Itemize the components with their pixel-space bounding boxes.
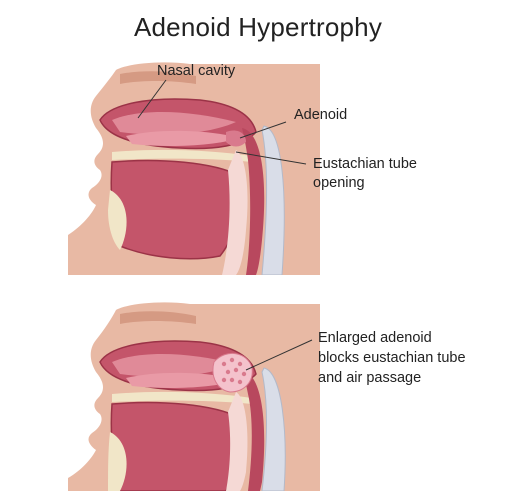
enlarged-adenoid-label-line3: and air passage xyxy=(318,369,421,387)
bottom-head-cross-section xyxy=(68,302,320,491)
top-tongue-mouth xyxy=(111,161,241,259)
eustachian-tube-label-line1: Eustachian tube xyxy=(313,155,417,173)
enlarged-adenoid-label-line1: Enlarged adenoid xyxy=(318,329,432,347)
nasal-cavity-label: Nasal cavity xyxy=(157,62,235,80)
top-head-cross-section xyxy=(68,62,320,275)
adenoid-label: Adenoid xyxy=(294,106,347,124)
bottom-tongue-mouth xyxy=(111,403,242,491)
eustachian-tube-label-line2: opening xyxy=(313,174,365,192)
enlarged-adenoid-label-line2: blocks eustachian tube xyxy=(318,349,466,367)
